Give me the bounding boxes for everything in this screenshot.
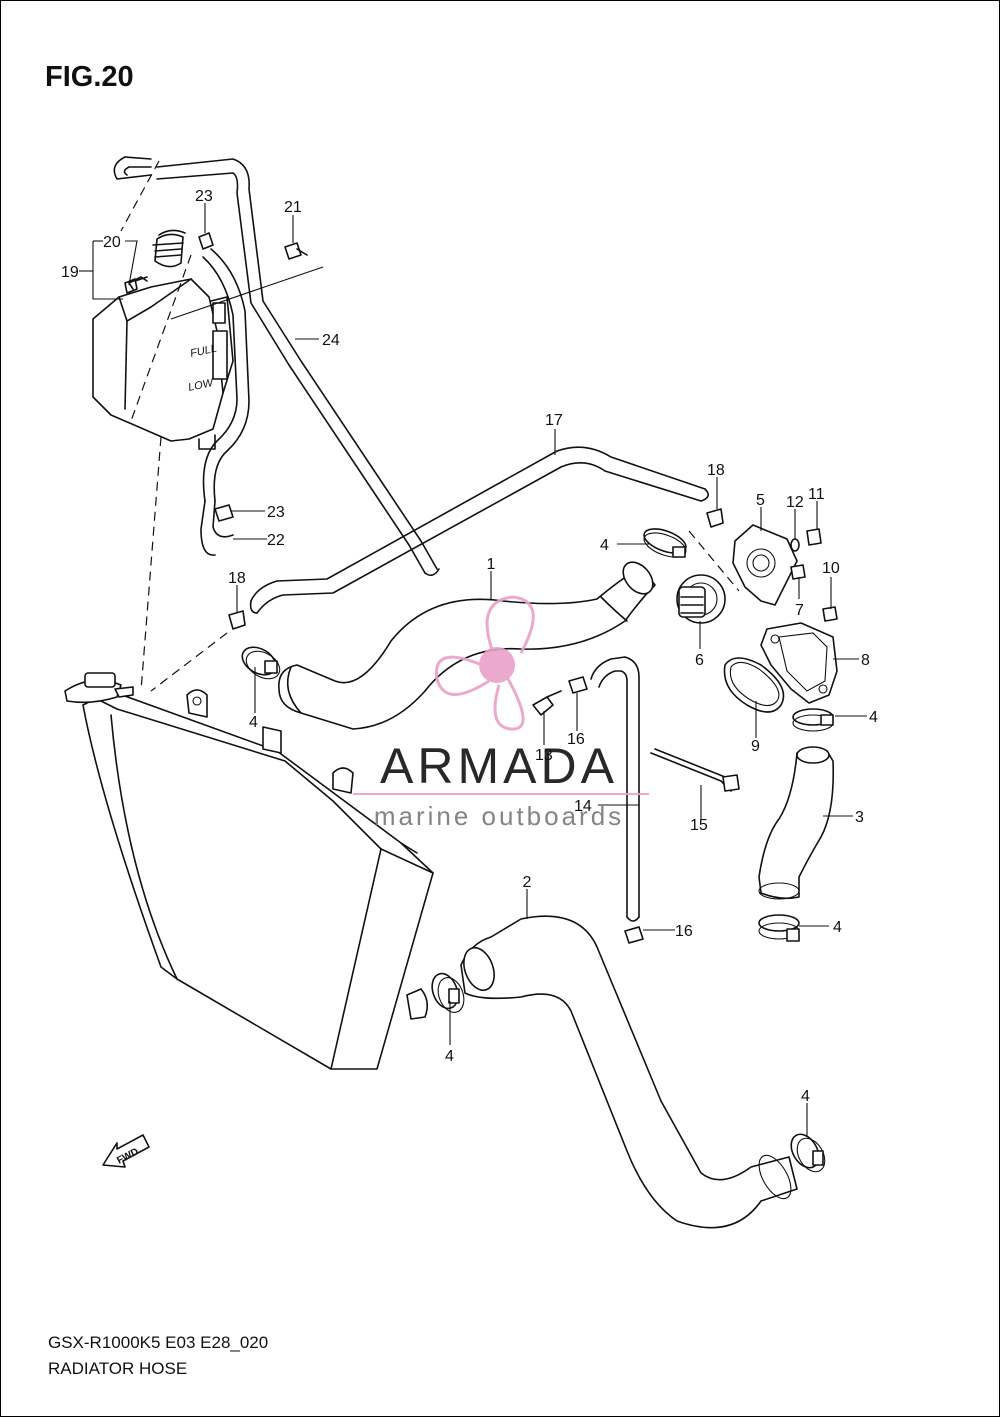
thermostat-cover-lower bbox=[760, 622, 838, 704]
washer-12 bbox=[790, 538, 800, 552]
hose-clamp-thermostat-lower bbox=[792, 708, 834, 732]
callout-24: 24 bbox=[322, 332, 340, 349]
callout-4-thermostat: 4 bbox=[869, 709, 878, 726]
lower-hose bbox=[460, 915, 798, 1229]
radiator bbox=[64, 672, 434, 1070]
reservoir-cap bbox=[152, 229, 186, 268]
callout-23-lower: 23 bbox=[267, 504, 285, 521]
fitting-13 bbox=[532, 690, 562, 716]
callout-6: 6 bbox=[695, 652, 704, 669]
callout-13: 13 bbox=[535, 747, 553, 764]
callout-2: 2 bbox=[523, 874, 532, 891]
forward-direction-marker: FWD bbox=[102, 1134, 150, 1168]
cover-bolt-10 bbox=[822, 606, 838, 622]
hose-clip-18-right bbox=[706, 508, 724, 528]
diagram-name: RADIATOR HOSE bbox=[48, 1359, 188, 1378]
callout-9: 9 bbox=[751, 738, 760, 755]
callout-15: 15 bbox=[690, 817, 708, 834]
watermark-logo: ARMADA marine outboards bbox=[353, 595, 649, 831]
clip-16-upper bbox=[568, 676, 588, 694]
callout-14: 14 bbox=[574, 798, 592, 815]
callout-4-radiator-upper: 4 bbox=[249, 714, 258, 731]
callout-16-lower: 16 bbox=[675, 923, 693, 940]
figure-title: FIG.20 bbox=[45, 61, 134, 93]
callout-21: 21 bbox=[284, 199, 302, 216]
callout-4-engine: 4 bbox=[801, 1088, 810, 1105]
callout-5: 5 bbox=[756, 492, 765, 509]
reservoir-tank: FULL LOW bbox=[92, 276, 234, 450]
clip-16-lower bbox=[624, 926, 644, 944]
callout-1: 1 bbox=[487, 556, 496, 573]
callout-16-upper: 16 bbox=[567, 731, 585, 748]
overflow-hose bbox=[113, 156, 440, 577]
callout-3: 3 bbox=[855, 809, 864, 826]
callout-4-upper-hose: 4 bbox=[600, 537, 609, 554]
watermark-brand: ARMADA bbox=[380, 738, 618, 794]
lower-thermostat-hose bbox=[758, 746, 835, 900]
hose-clamp-hose3-lower bbox=[758, 914, 800, 942]
alignment-lines bbox=[120, 160, 740, 692]
callout-numbers: 1 2 3 4 4 4 4 4 4 5 6 7 8 9 10 11 12 13 … bbox=[61, 188, 878, 1105]
o-ring bbox=[723, 657, 785, 713]
low-mark: LOW bbox=[187, 377, 216, 394]
small-hose bbox=[590, 656, 640, 922]
thermostat-cover-upper bbox=[732, 524, 798, 606]
tank-bolt bbox=[284, 242, 308, 260]
reservoir-bolt bbox=[124, 276, 148, 294]
callout-7: 7 bbox=[795, 602, 804, 619]
breather-hose bbox=[200, 248, 250, 556]
hose-clamp-upper-hose bbox=[643, 528, 687, 558]
thermostat bbox=[676, 574, 726, 624]
bypass-hose bbox=[249, 446, 709, 614]
callout-18-left: 18 bbox=[228, 570, 246, 587]
hose-clamp-engine-lower bbox=[790, 1133, 826, 1173]
tie-band bbox=[650, 748, 740, 792]
upper-hose bbox=[278, 561, 656, 730]
callout-8: 8 bbox=[861, 652, 870, 669]
callout-4-radiator-lower: 4 bbox=[445, 1048, 454, 1065]
propeller-icon bbox=[434, 595, 535, 731]
model-code: GSX-R1000K5 E03 E28_020 bbox=[48, 1333, 269, 1352]
leader-lines bbox=[79, 203, 867, 1137]
callout-10: 10 bbox=[822, 560, 840, 577]
callout-22: 22 bbox=[267, 532, 285, 549]
hose-clip-18-left bbox=[228, 610, 246, 630]
hose-clip-upper bbox=[198, 232, 214, 250]
callout-12: 12 bbox=[786, 494, 804, 511]
watermark-tagline: marine outboards bbox=[374, 801, 624, 831]
callout-11: 11 bbox=[808, 486, 825, 503]
callout-4-hose3: 4 bbox=[833, 919, 842, 936]
full-mark: FULL bbox=[189, 343, 218, 360]
callout-19: 19 bbox=[61, 264, 79, 281]
hose-clamp-radiator-lower bbox=[431, 972, 465, 1013]
callout-17: 17 bbox=[545, 412, 563, 429]
callout-18-right: 18 bbox=[707, 462, 725, 479]
cover-bolt-11 bbox=[806, 528, 822, 546]
hose-clamp-radiator-upper bbox=[241, 646, 281, 680]
callout-23-upper: 23 bbox=[195, 188, 213, 205]
cover-bolt-7 bbox=[790, 564, 806, 580]
hose-clip-lower bbox=[214, 504, 234, 522]
callout-20: 20 bbox=[103, 234, 121, 251]
